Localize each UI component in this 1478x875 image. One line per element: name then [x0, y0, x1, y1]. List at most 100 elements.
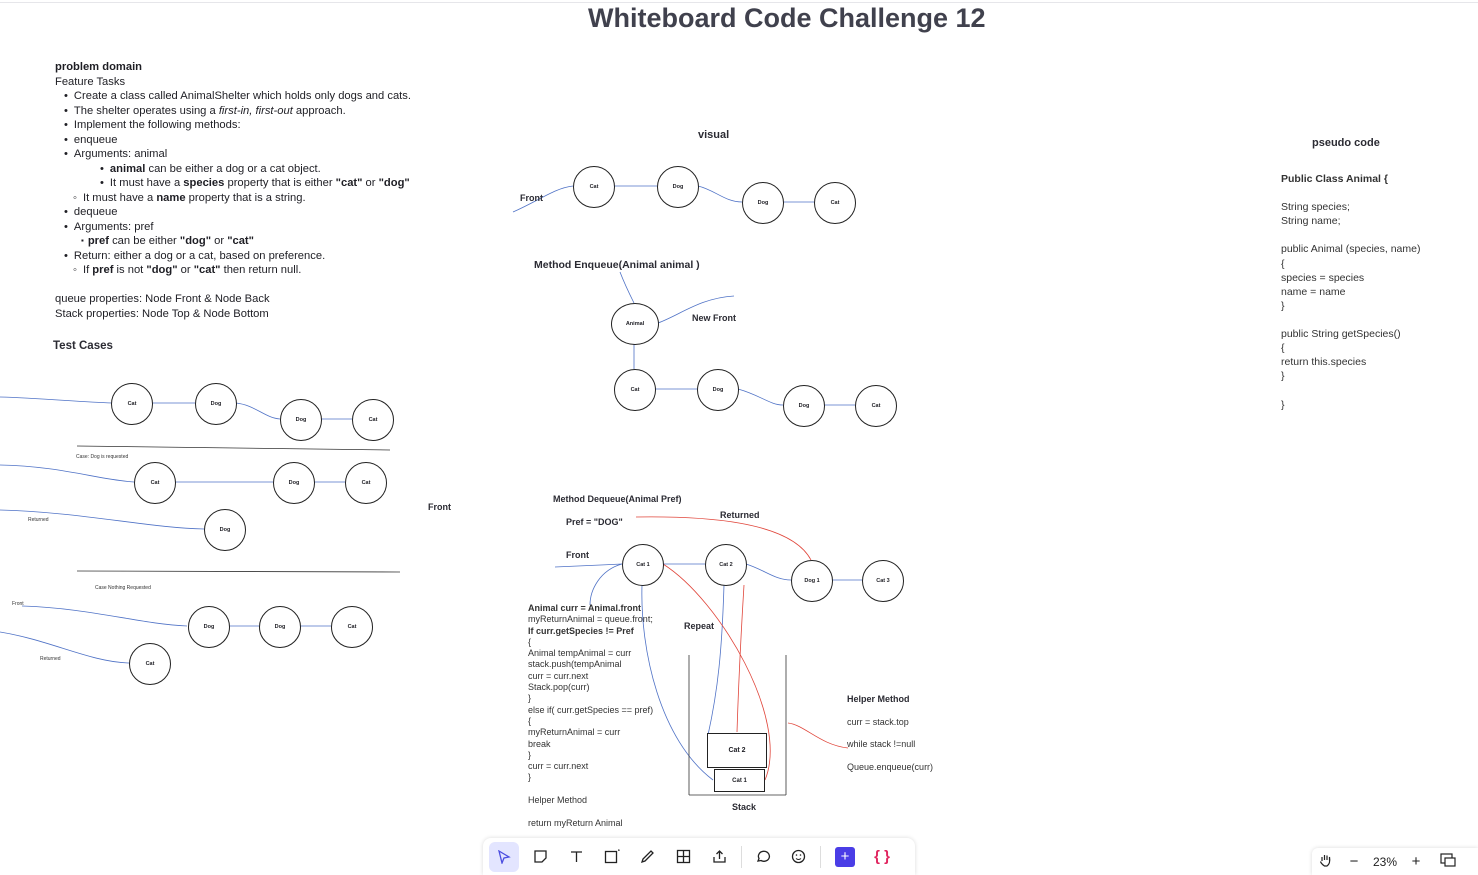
pseudo-code-block[interactable]: Public Class Animal { String species; St…: [1281, 172, 1420, 412]
code-line: return myReturn Animal: [528, 817, 623, 828]
stack-item-top[interactable]: Cat 2: [707, 733, 767, 768]
comment-icon: [756, 850, 771, 862]
repeat-label: Repeat: [684, 621, 715, 631]
top-divider: [0, 2, 1478, 3]
upload-icon: [713, 850, 726, 863]
shape-tool-button[interactable]: [597, 842, 627, 872]
pseudo-line: }: [1281, 299, 1285, 312]
front-label: Front: [12, 601, 24, 607]
rectangle-icon: [604, 849, 620, 864]
hand-icon: [1319, 854, 1331, 867]
dequeue-node[interactable]: Dog 1: [791, 560, 833, 602]
dequeue-code-block[interactable]: Animal curr = Animal.front myReturnAnima…: [528, 603, 653, 829]
returned-label: Returned: [40, 656, 61, 662]
dev-mode-button[interactable]: { }: [867, 842, 897, 872]
test-node[interactable]: Dog: [188, 606, 230, 648]
table-icon: [676, 849, 691, 864]
board-title: Whiteboard Code Challenge 12: [588, 3, 986, 33]
more-tools-button[interactable]: +: [835, 846, 855, 867]
task-line: enqueue: [55, 133, 411, 148]
pseudo-line: }: [1281, 370, 1285, 383]
task-line: If pref is not "dog" or "cat" then retur…: [55, 263, 411, 278]
plus-icon: +: [1411, 853, 1421, 870]
code-line: If curr.getSpecies != Pref: [528, 625, 634, 636]
table-tool-button[interactable]: [669, 842, 699, 872]
task-line: Return: either a dog or a cat, based on …: [55, 249, 411, 264]
visual-node[interactable]: Cat: [573, 166, 615, 208]
test-node[interactable]: Dog: [273, 462, 315, 504]
pref-label: Pref = "DOG": [566, 517, 623, 527]
pseudo-heading: pseudo code: [1312, 137, 1380, 149]
queue-properties: queue properties: Node Front & Node Back: [55, 293, 270, 305]
code-line: curr = curr.next: [528, 670, 589, 681]
enqueue-node[interactable]: Dog: [697, 369, 739, 411]
case-nothing-label: Case Nothing Requested: [95, 585, 151, 591]
hand-tool-button[interactable]: [1312, 852, 1340, 872]
code-line: else if( curr.getSpecies == pref): [528, 704, 654, 715]
test-node[interactable]: Dog: [195, 383, 237, 425]
visual-node[interactable]: Cat: [814, 182, 856, 224]
code-line: Stack.pop(curr): [528, 682, 590, 693]
test-node[interactable]: Dog: [204, 509, 246, 551]
pen-tool-button[interactable]: [633, 842, 663, 872]
test-node[interactable]: Dog: [280, 399, 322, 441]
dequeue-node[interactable]: Cat 3: [862, 560, 904, 602]
feature-tasks: Feature Tasks: [55, 75, 126, 88]
sticker-tool-button[interactable]: [784, 842, 814, 872]
code-line: curr = curr.next: [528, 761, 589, 772]
test-node[interactable]: Cat: [352, 399, 394, 441]
test-node[interactable]: Dog: [259, 606, 301, 648]
task-line: Implement the following methods:: [55, 118, 411, 133]
stack-item-bottom[interactable]: Cat 1: [714, 769, 765, 792]
zoom-out-button[interactable]: −: [1340, 853, 1368, 870]
pseudo-line: public String getSpecies(): [1281, 328, 1401, 341]
visual-node[interactable]: Dog: [657, 166, 699, 208]
minus-icon: −: [1349, 853, 1359, 870]
task-line: The shelter operates using a first-in, f…: [55, 104, 411, 119]
pseudo-line: String name;: [1281, 215, 1341, 228]
code-line: myReturnAnimal = queue.front;: [528, 614, 653, 625]
task-line: Arguments: pref: [55, 220, 411, 235]
visual-node[interactable]: Dog: [742, 182, 784, 224]
minimap-button[interactable]: [1434, 852, 1462, 871]
sticky-note-tool-button[interactable]: [525, 842, 555, 872]
problem-domain-text[interactable]: problem domain Feature Tasks Create a cl…: [55, 60, 411, 321]
pseudo-line: Public Class Animal {: [1281, 173, 1388, 185]
enqueue-node[interactable]: Cat: [855, 385, 897, 427]
minimap-icon: [1440, 852, 1456, 867]
new-front-label: New Front: [692, 313, 736, 323]
select-tool-button[interactable]: [489, 841, 519, 872]
helper-line: curr = stack.top: [847, 717, 909, 727]
pseudo-line: {: [1281, 342, 1285, 355]
zoom-in-button[interactable]: +: [1402, 853, 1430, 870]
code-line: }: [528, 693, 532, 704]
dequeue-node[interactable]: Cat 1: [622, 544, 664, 586]
test-node[interactable]: Cat: [345, 462, 387, 504]
upload-tool-button[interactable]: [705, 842, 735, 872]
comment-tool-button[interactable]: [748, 842, 778, 872]
sticker-icon: [791, 849, 806, 864]
enqueue-animal-node[interactable]: Animal: [611, 303, 659, 345]
cursor-icon: [498, 849, 511, 864]
bottom-toolbar: + { }: [483, 838, 915, 875]
test-node[interactable]: Cat: [129, 643, 171, 685]
code-line: Animal curr = Animal.front: [528, 603, 641, 613]
returned-label: Returned: [28, 517, 49, 523]
zoom-controls: − 23% +: [1312, 848, 1478, 875]
enqueue-node[interactable]: Cat: [614, 369, 656, 411]
test-node[interactable]: Cat: [111, 383, 153, 425]
stack-label: Stack: [732, 802, 757, 812]
enqueue-node[interactable]: Dog: [783, 385, 825, 427]
text-icon: [570, 851, 582, 862]
code-line: Helper Method: [528, 795, 588, 806]
pseudo-line: {: [1281, 257, 1285, 270]
plus-icon: +: [840, 848, 850, 865]
task-line: It must have a species property that is …: [55, 176, 411, 191]
test-node[interactable]: Cat: [134, 462, 176, 504]
dequeue-node[interactable]: Cat 2: [705, 544, 747, 586]
toolbar-divider: [741, 845, 742, 868]
text-tool-button[interactable]: [561, 842, 591, 872]
test-node[interactable]: Cat: [331, 606, 373, 648]
zoom-level[interactable]: 23%: [1372, 854, 1398, 869]
